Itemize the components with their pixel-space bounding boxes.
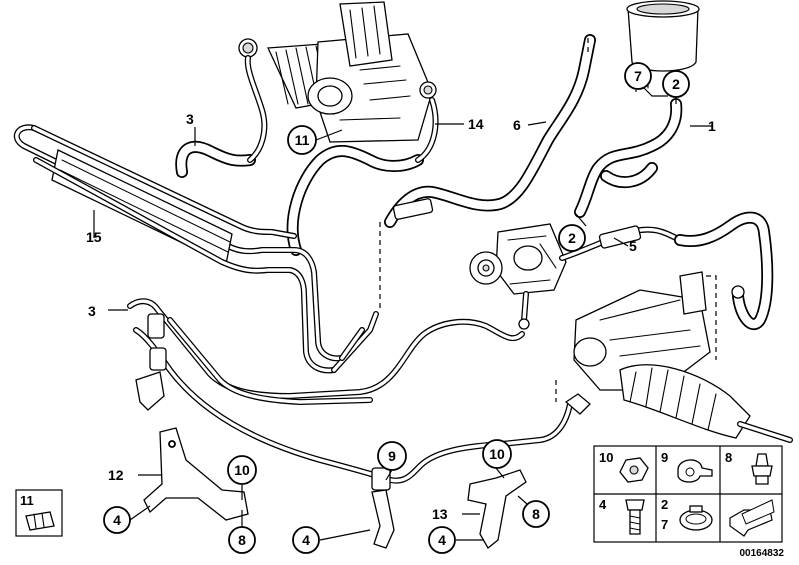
svg-text:13: 13 — [432, 506, 448, 522]
bracket-12 — [143, 427, 249, 521]
hose-6 — [384, 34, 596, 228]
callout-7: 7 — [624, 62, 652, 90]
legend-bolt: 4 — [599, 497, 645, 535]
svg-text:10: 10 — [234, 462, 250, 478]
svg-text:12: 12 — [108, 467, 124, 483]
callout-4-c: 4 — [428, 526, 456, 554]
bracket-mid — [371, 489, 395, 549]
svg-text:8: 8 — [238, 532, 246, 548]
hose-3-upper — [175, 55, 268, 178]
legend-nut: 10 — [599, 450, 649, 483]
callout-10-a: 10 — [227, 455, 257, 485]
callout-8-a: 8 — [228, 526, 256, 554]
pump — [469, 223, 567, 330]
svg-text:4: 4 — [113, 512, 121, 528]
cooler-15 — [13, 124, 379, 374]
reservoir — [626, 0, 700, 97]
legend-clamp: 9 — [661, 450, 713, 483]
callout-1: 1 — [708, 118, 716, 134]
svg-text:5: 5 — [629, 238, 637, 254]
callout-4-a: 4 — [103, 506, 131, 534]
callout-6: 6 — [513, 117, 521, 133]
svg-text:10: 10 — [599, 450, 613, 465]
svg-text:9: 9 — [388, 448, 396, 464]
callout-4-b: 4 — [292, 526, 320, 554]
callout-15: 15 — [86, 229, 102, 245]
callout-12: 12 — [108, 467, 124, 483]
svg-text:11: 11 — [295, 132, 310, 148]
svg-text:4: 4 — [438, 532, 446, 548]
callout-2-top: 2 — [662, 70, 690, 98]
legend-valve: 8 — [725, 450, 773, 485]
svg-text:7: 7 — [661, 517, 668, 532]
legend-arrow-icon — [729, 499, 775, 537]
steering-gear-lower — [573, 271, 793, 443]
callout-3-upper: 3 — [186, 111, 194, 127]
callout-3-lower: 3 — [88, 303, 96, 319]
svg-text:4: 4 — [599, 497, 607, 512]
legend-box: 10 9 8 4 2 7 — [593, 445, 783, 543]
bracket-13 — [467, 469, 527, 549]
lower-lines — [127, 298, 591, 491]
callout-5: 5 — [629, 238, 637, 254]
svg-text:4: 4 — [302, 532, 310, 548]
hose-1 — [574, 98, 683, 218]
callout-14: 14 — [468, 116, 484, 132]
svg-text:11: 11 — [20, 493, 34, 508]
callout-10-b: 10 — [482, 439, 512, 469]
svg-text:15: 15 — [86, 229, 102, 245]
svg-text:9: 9 — [661, 450, 668, 465]
svg-text:10: 10 — [489, 446, 505, 462]
svg-text:2: 2 — [661, 497, 668, 512]
svg-text:2: 2 — [672, 76, 680, 92]
svg-text:6: 6 — [513, 117, 521, 133]
svg-text:3: 3 — [186, 111, 194, 127]
svg-text:2: 2 — [568, 230, 576, 246]
reference-number: 00164832 — [740, 548, 785, 559]
steering-gear-upper — [238, 1, 437, 143]
svg-text:8: 8 — [532, 506, 540, 522]
svg-text:8: 8 — [725, 450, 732, 465]
legend-hose-clamp: 2 7 — [661, 497, 713, 532]
callout-8-b: 8 — [522, 500, 550, 528]
callout-13: 13 — [432, 506, 448, 522]
svg-text:3: 3 — [88, 303, 96, 319]
svg-text:1: 1 — [708, 118, 716, 134]
hose-5 — [559, 211, 774, 330]
callout-11: 11 — [287, 125, 317, 155]
svg-text:7: 7 — [634, 68, 642, 84]
callout-9: 9 — [377, 441, 407, 471]
svg-text:14: 14 — [468, 116, 484, 132]
hose-14 — [286, 97, 439, 256]
inset-11: 11 — [15, 489, 63, 537]
callout-2-pump: 2 — [558, 224, 586, 252]
bracket-left — [135, 371, 165, 411]
